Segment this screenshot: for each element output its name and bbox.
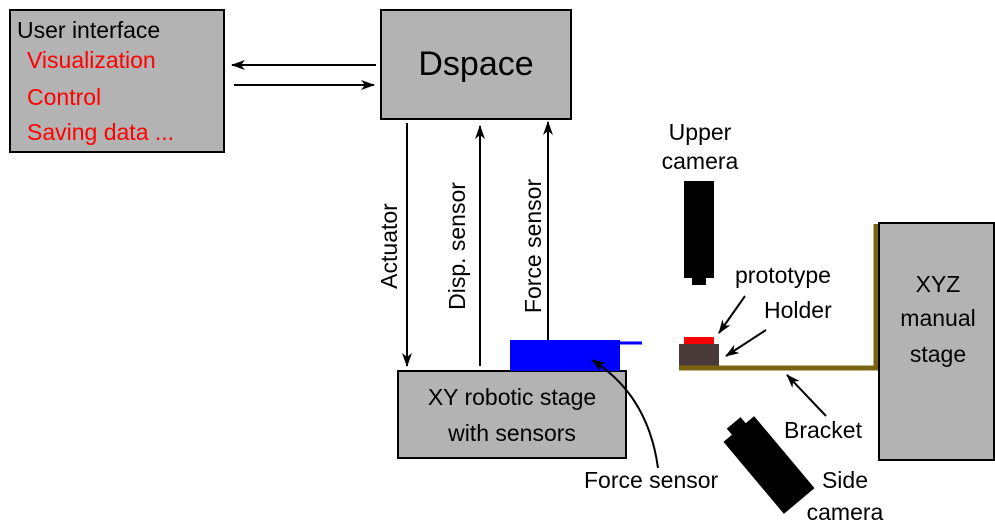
xy-robotic-stage-box: XY robotic stage with sensors [397,370,627,459]
ui-item-visualization: Visualization [27,47,156,73]
ui-item-saving-data: Saving data ... [27,119,174,145]
xy-stage-line2: with sensors [447,420,576,446]
pointer-holder [725,329,767,357]
label-bracket: Bracket [784,417,863,443]
label-side-camera-1: Side [822,467,868,493]
label-upper-camera-2: camera [662,148,739,174]
xyz-stage-line3: stage [910,341,966,367]
pointer-force-sensor [591,359,659,469]
user-interface-title: User interface [17,17,160,43]
holder-block [679,344,719,367]
label-side-camera-2: camera [807,499,884,525]
prototype-block [684,337,714,345]
label-disp-sensor: Disp. sensor [444,182,470,310]
xyz-manual-stage-box: XYZ manual stage [878,222,995,461]
dspace-box: Dspace [380,9,572,120]
upper-camera-lens [692,277,706,285]
side-camera-icon [723,416,815,514]
ui-item-control: Control [27,84,101,110]
pointer-prototype [718,295,746,334]
upper-camera-icon [684,181,714,278]
dspace-label: Dspace [418,45,533,83]
label-force-sensor: Force sensor [584,467,719,493]
pointer-bracket [786,374,827,417]
xyz-stage-line1: XYZ [916,271,961,297]
label-actuator: Actuator [376,203,402,289]
label-holder: Holder [764,297,832,323]
user-interface-box: User interface Visualization Control Sav… [9,9,225,153]
force-sensor-block [510,340,620,371]
xyz-stage-line2: manual [900,305,975,331]
label-prototype: prototype [735,262,831,288]
label-force-sensor-signal: Force sensor [520,179,546,314]
xy-stage-line1: XY robotic stage [428,384,596,410]
label-upper-camera-1: Upper [669,119,732,145]
